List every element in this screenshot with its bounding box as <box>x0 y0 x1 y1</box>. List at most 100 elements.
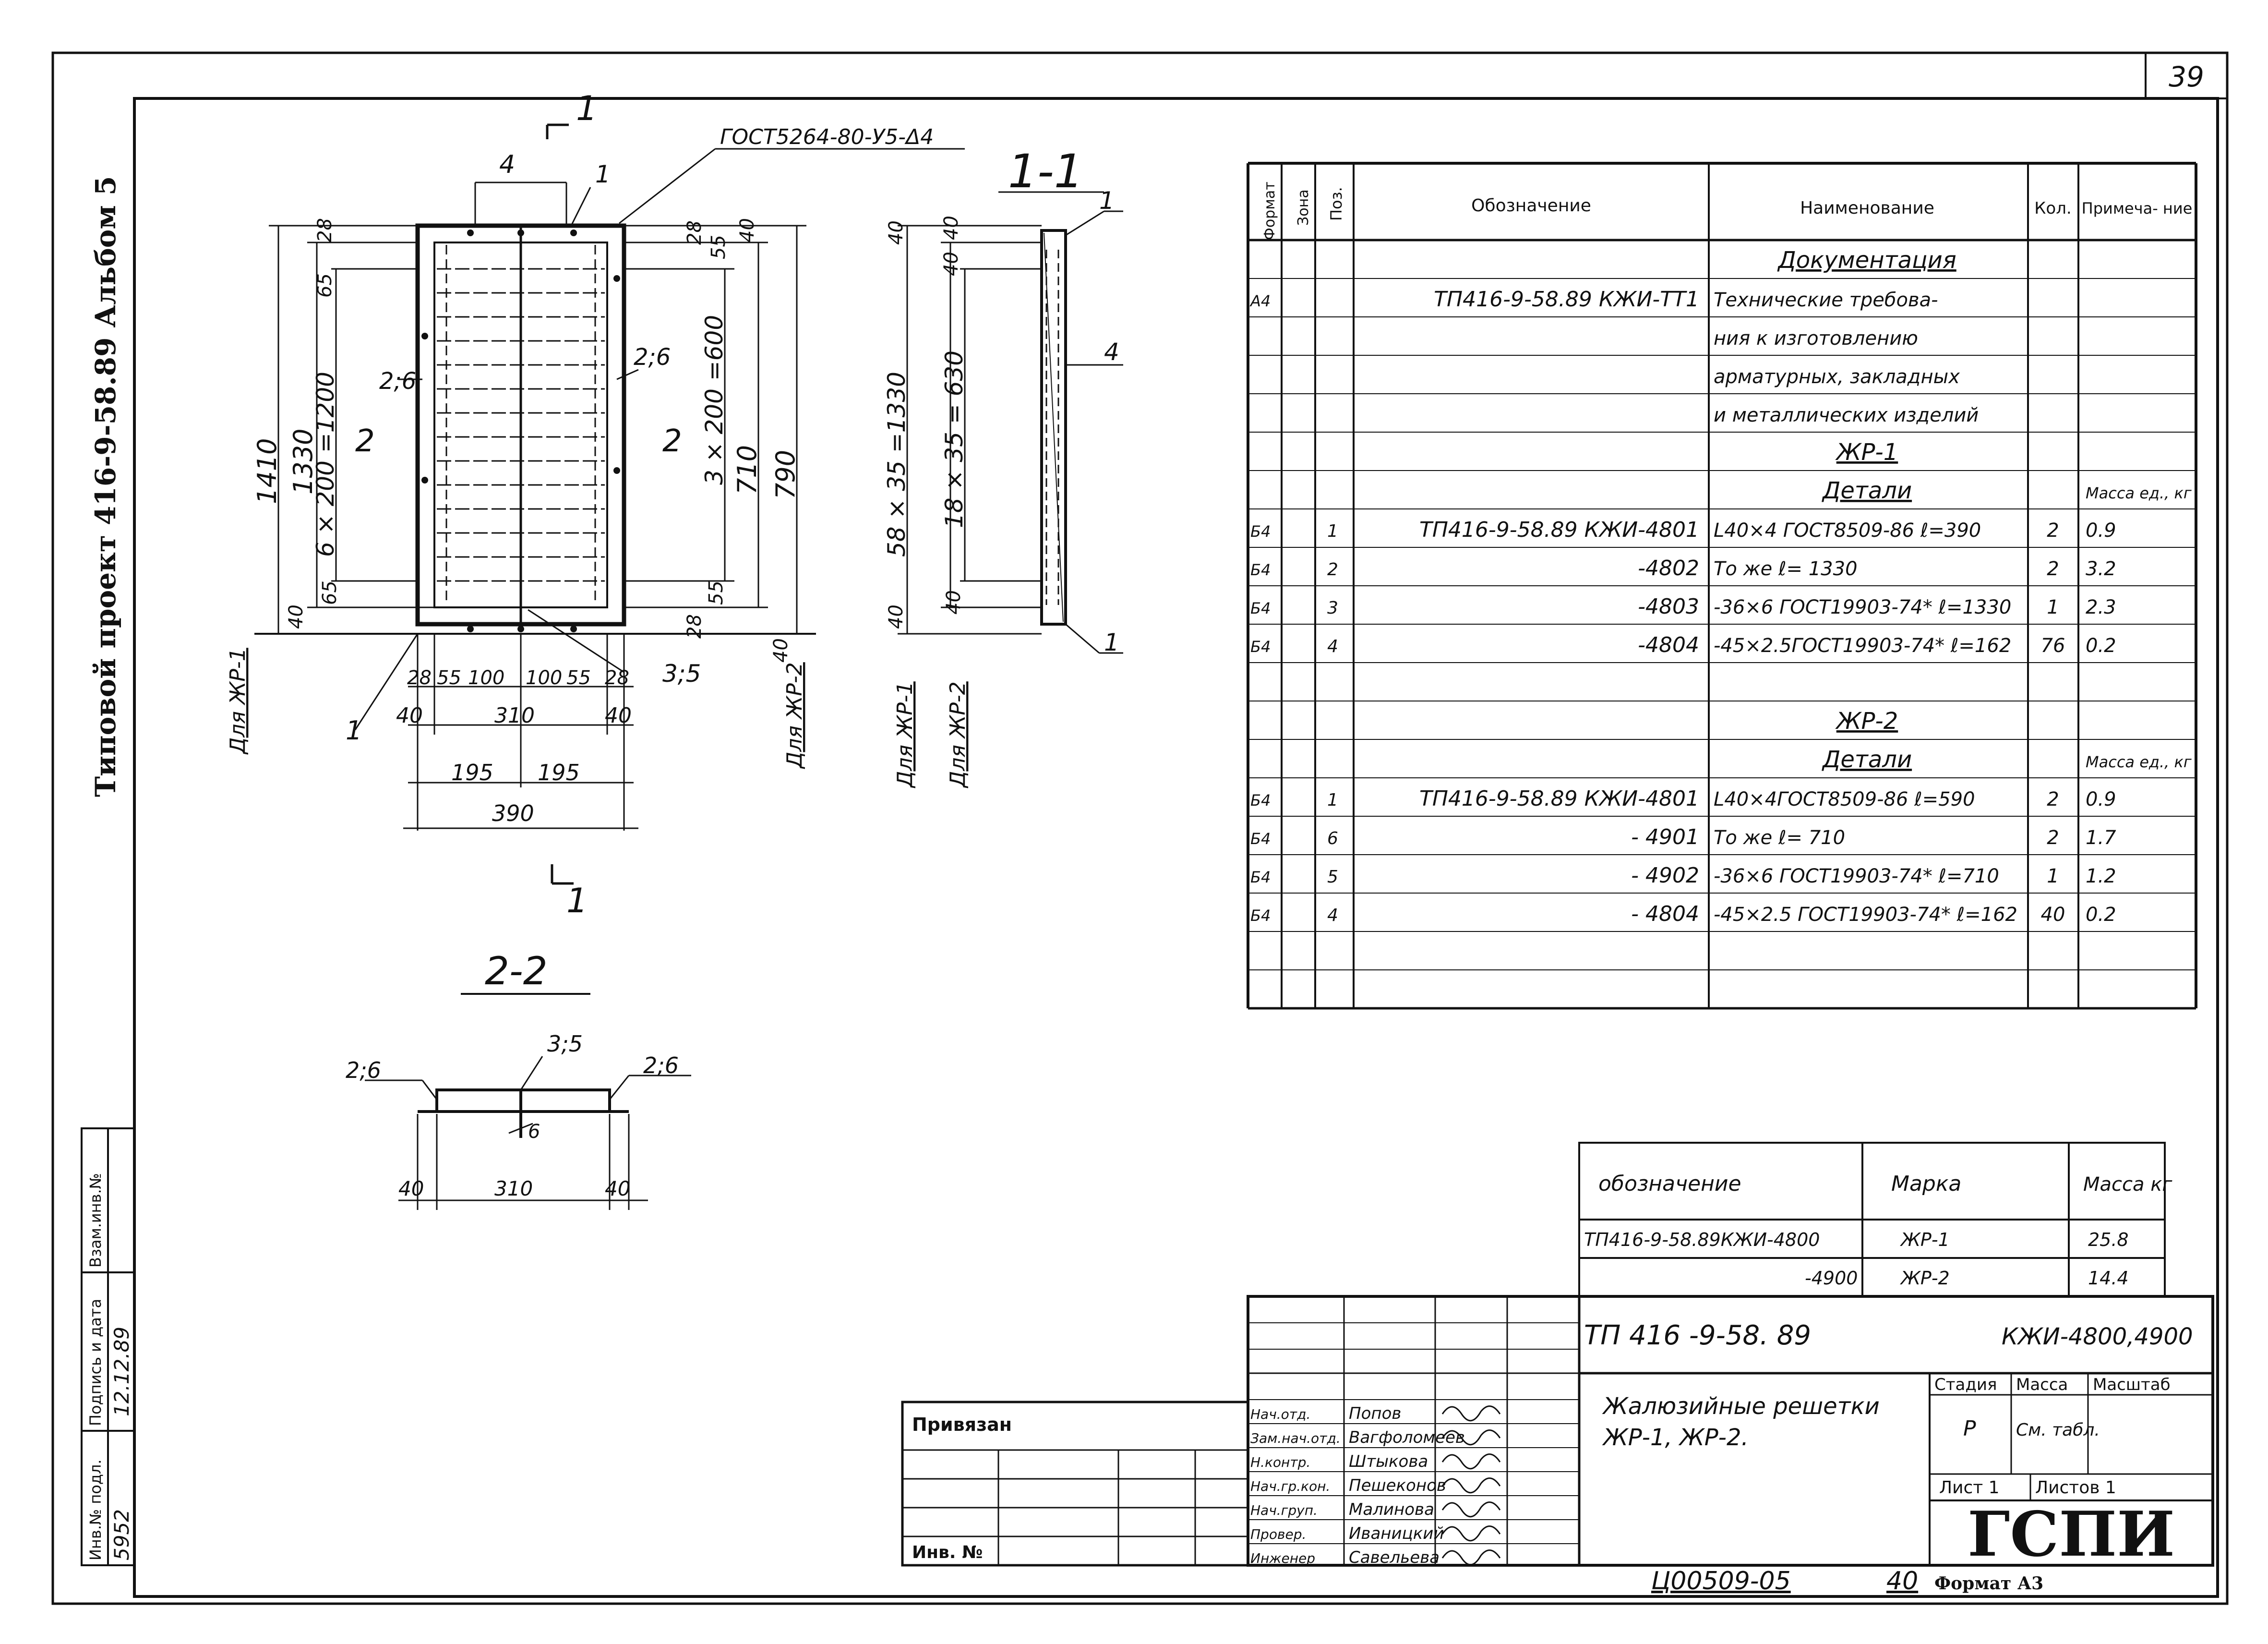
strip-label-sign: Подпись и дата <box>86 1299 105 1426</box>
spec-row-prim: 0.2 <box>2086 635 2116 657</box>
dim-1410: 1410 <box>252 438 282 504</box>
spec-row-prim: 1.7 <box>2086 827 2116 849</box>
spec-row-format: А4 <box>1249 292 1271 310</box>
mark-table-text: обозначение Марка Масса кг ТП416-9-58.89… <box>1584 1172 2172 1289</box>
mark-row2-mass: 14.4 <box>2088 1268 2129 1289</box>
spec-header-oboz: Обозначение <box>1471 196 1591 216</box>
footer-archive: Ц00509-05 <box>1651 1567 1791 1596</box>
spec-row-oboz: -4803 <box>1638 594 1699 619</box>
spec-row-oboz: -4802 <box>1638 556 1699 580</box>
sig-role: Нач.гр.кон. <box>1250 1478 1330 1494</box>
plan-pos-26-right: 2;6 <box>634 344 671 371</box>
plan-section2-right: 2 <box>662 423 682 459</box>
dim-3x200: 3 × 200 =600 <box>700 315 728 485</box>
mark-row1-mark: ЖР-1 <box>1900 1229 1950 1250</box>
title-block-signatures: Нач.отд.ПоповЗам.нач.отд.ВагфоломеевН.ко… <box>1250 1404 1501 1567</box>
s22-pos-26-left: 2;6 <box>346 1057 381 1083</box>
sig-role: Провер. <box>1250 1526 1306 1542</box>
mark-table-header-mark: Марка <box>1891 1172 1961 1196</box>
plan-for-left: Для ЖР-1 <box>226 648 250 755</box>
sig-name: Вагфоломеев <box>1349 1428 1465 1447</box>
spec-row-name: То же ℓ= 710 <box>1714 827 1845 849</box>
tb-org: ГСПИ <box>1968 1499 2175 1571</box>
title-block <box>1247 1295 2214 1567</box>
section-2-2-title: 2-2 <box>485 949 548 993</box>
mark-row1-oboz: ТП416-9-58.89КЖИ-4800 <box>1584 1229 1820 1250</box>
dim-right-top: 40 <box>736 218 758 242</box>
plan-section-mark-bottom: 1 <box>566 881 588 920</box>
dim-right-top3: 28 <box>684 220 706 245</box>
dim-left-bot2: 65 <box>319 580 341 605</box>
spec-row-oboz: ТП416-9-58.89 КЖИ-4801 <box>1419 786 1699 811</box>
spec-row-kol: 40 <box>2041 904 2065 926</box>
spec-row-prim: 3.2 <box>2086 558 2116 580</box>
spec-row-name: ЖР-1 <box>1835 439 1898 466</box>
spec-row-pos: 5 <box>1327 867 1338 887</box>
mark-row2-mark: ЖР-2 <box>1900 1268 1950 1289</box>
tb-stage: Р <box>1963 1416 1976 1441</box>
spec-row-pos: 2 <box>1327 560 1338 580</box>
s22-dim-0: 40 <box>398 1177 424 1200</box>
dim-right-bot: 55 <box>705 580 727 605</box>
spec-row-name: Документация <box>1777 247 1956 274</box>
plan-weld-spec: ГОСТ5264-80-У5-Δ4 <box>720 125 934 149</box>
sig-role: Зам.нач.отд. <box>1250 1430 1341 1446</box>
spec-row-name: Детали <box>1822 477 1912 504</box>
sig-role: Нач.отд. <box>1250 1406 1310 1422</box>
strip-label-replace: Взам.инв.№ <box>86 1173 105 1268</box>
spec-row-name: ЖР-2 <box>1835 708 1898 735</box>
spec-row-name: Технические требова- <box>1714 289 1938 311</box>
s22-dim-2: 40 <box>605 1177 630 1200</box>
s11-dim-s4: 40 <box>943 590 965 615</box>
spec-row-format: Б4 <box>1250 599 1271 617</box>
s11-dim-s2: 40 <box>940 252 962 276</box>
spec-row-name: -45×2.5ГОСТ19903-74* ℓ=162 <box>1714 635 2011 657</box>
s22-pos-26-right: 2;6 <box>643 1052 679 1078</box>
plan-labels: 1 1 4 ГОСТ5264-80-У5-Δ4 1 1 2;6 2;6 3;5 … <box>226 89 934 920</box>
spec-row-format: Б4 <box>1250 638 1271 656</box>
dim-left-top: 28 <box>314 218 336 242</box>
mark-table-header-mass: Масса кг <box>2083 1173 2172 1196</box>
signature-mark <box>1441 1549 1501 1566</box>
spec-row-prim: 0.9 <box>2086 788 2116 810</box>
spec-row-name: ния к изготовлению <box>1714 327 1918 350</box>
section-1-1-view <box>898 191 1123 654</box>
strip-value-date: 12.12.89 <box>110 1327 133 1416</box>
spec-row-oboz: - 4901 <box>1631 825 1699 849</box>
dim-b4: 390 <box>492 800 534 826</box>
plan-for-right: Для ЖР-2 <box>782 662 807 769</box>
spec-row-kol: 76 <box>2041 635 2065 657</box>
spec-row-pos: 3 <box>1327 598 1338 618</box>
s11-pos-4: 4 <box>1104 338 1119 366</box>
spec-row-oboz: - 4902 <box>1631 863 1699 888</box>
dim-b3-1: 195 <box>538 760 580 786</box>
spec-row-name: L40×4ГОСТ8509-86 ℓ=590 <box>1714 788 1975 810</box>
plan-pos-1-top: 1 <box>595 160 611 188</box>
spec-header-pos: Поз. <box>1327 187 1345 221</box>
section-1-1-title: 1-1 <box>1008 145 1083 198</box>
spec-row-pos: 6 <box>1327 829 1338 848</box>
s11-dim-s1: 40 <box>940 216 962 240</box>
sig-name: Савельева <box>1349 1548 1440 1567</box>
sheet-number: 39 <box>2169 60 2204 93</box>
spec-row-format: Б4 <box>1250 830 1271 848</box>
sig-name: Штыкова <box>1349 1452 1428 1471</box>
privyazan-block <box>901 1401 1249 1567</box>
section-2-2-view <box>365 993 691 1210</box>
sig-name: Иваницкий <box>1349 1524 1444 1543</box>
spec-row-format: Б4 <box>1250 907 1271 925</box>
spec-row-prim: 2.3 <box>2086 596 2116 618</box>
s11-dim-inner: 18 × 35 = 630 <box>940 351 968 528</box>
dim-b1-4: 55 <box>566 667 591 689</box>
tb-sheet: Лист 1 <box>1939 1478 2000 1498</box>
sig-role: Н.контр. <box>1250 1454 1310 1470</box>
plan-louvers <box>437 268 605 582</box>
dim-right-bot2: 28 <box>684 614 706 639</box>
dim-b3-0: 195 <box>451 760 493 786</box>
spec-row-name: Детали <box>1822 746 1912 773</box>
signature-mark <box>1441 1525 1501 1542</box>
dim-left-top2: 65 <box>314 273 336 298</box>
spec-row-name: L40×4 ГОСТ8509-86 ℓ=390 <box>1714 520 1981 542</box>
